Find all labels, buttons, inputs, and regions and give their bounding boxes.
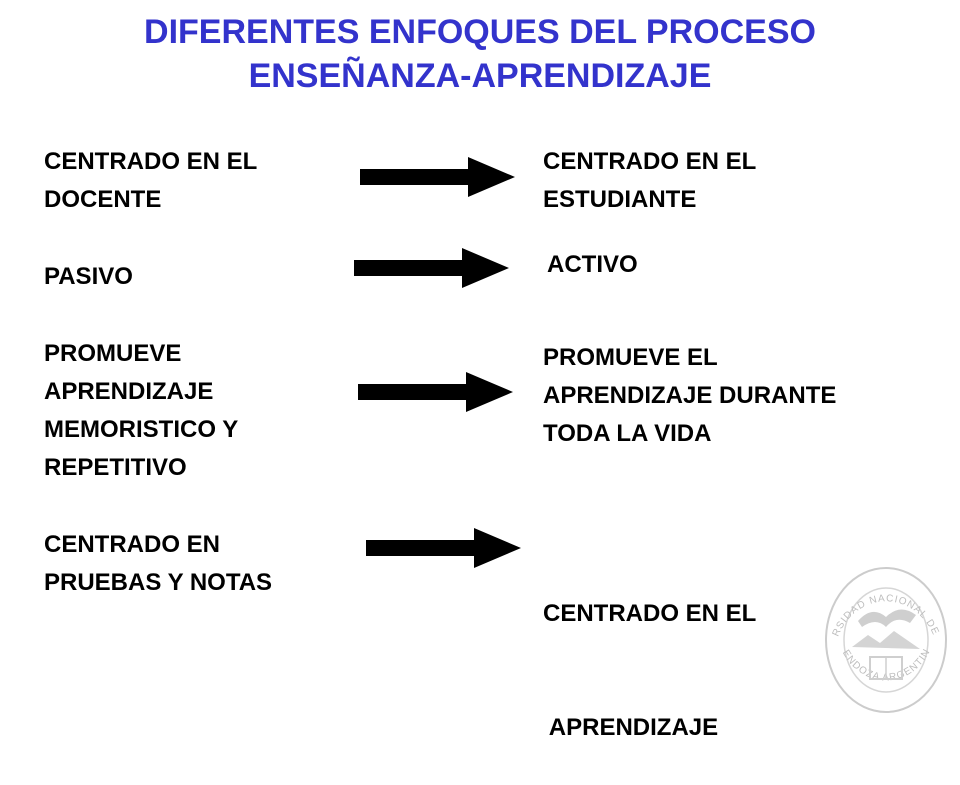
right-item-line: APRENDIZAJE bbox=[543, 714, 719, 741]
left-item-line: CENTRADO EN EL bbox=[44, 148, 258, 175]
title-line-1: DIFERENTES ENFOQUES DEL PROCESO bbox=[144, 13, 816, 51]
left-item-line: DOCENTE bbox=[44, 186, 162, 213]
left-item-passive: PASIVO bbox=[44, 258, 133, 296]
right-item-learning: CENTRADO EN EL APRENDIZAJE bbox=[543, 519, 756, 785]
arrow-right-icon bbox=[354, 248, 509, 288]
left-item-teacher-centered: CENTRADO EN EL DOCENTE bbox=[44, 143, 257, 219]
left-item-line: PASIVO bbox=[44, 263, 133, 290]
right-item-line: CENTRADO EN EL bbox=[543, 148, 757, 175]
left-item-line: CENTRADO EN bbox=[44, 531, 221, 558]
left-item-memoristic: PROMUEVE APRENDIZAJE MEMORISTICO Y REPET… bbox=[44, 335, 238, 487]
left-item-line: PRUEBAS Y NOTAS bbox=[44, 569, 273, 596]
right-item-line: APRENDIZAJE DURANTE bbox=[543, 382, 837, 409]
arrow-right-icon bbox=[358, 372, 513, 412]
title-line-2: ENSEÑANZA-APRENDIZAJE bbox=[248, 57, 712, 95]
right-item-student-centered: CENTRADO EN EL ESTUDIANTE bbox=[543, 143, 756, 219]
slide-title: DIFERENTES ENFOQUES DEL PROCESO ENSEÑANZ… bbox=[0, 10, 960, 98]
left-item-line: PROMUEVE bbox=[44, 340, 182, 367]
arrow-right-icon bbox=[360, 157, 515, 197]
right-item-lifelong: PROMUEVE EL APRENDIZAJE DURANTE TODA LA … bbox=[543, 339, 836, 453]
right-item-line: CENTRADO EN EL bbox=[543, 600, 757, 627]
right-item-active: ACTIVO bbox=[547, 246, 638, 284]
arrow-right-icon bbox=[366, 528, 521, 568]
right-item-line: PROMUEVE EL bbox=[543, 344, 718, 371]
left-item-line: APRENDIZAJE bbox=[44, 378, 214, 405]
left-item-tests-grades: CENTRADO EN PRUEBAS Y NOTAS bbox=[44, 526, 272, 602]
left-item-line: REPETITIVO bbox=[44, 454, 187, 481]
right-item-line: TODA LA VIDA bbox=[543, 420, 712, 447]
right-item-line: ESTUDIANTE bbox=[543, 186, 697, 213]
university-seal-icon: UNIVERSIDAD NACIONAL DE CUYO MENDOZA ARG… bbox=[822, 555, 947, 713]
left-item-line: MEMORISTICO Y bbox=[44, 416, 239, 443]
right-item-line: ACTIVO bbox=[547, 251, 638, 278]
